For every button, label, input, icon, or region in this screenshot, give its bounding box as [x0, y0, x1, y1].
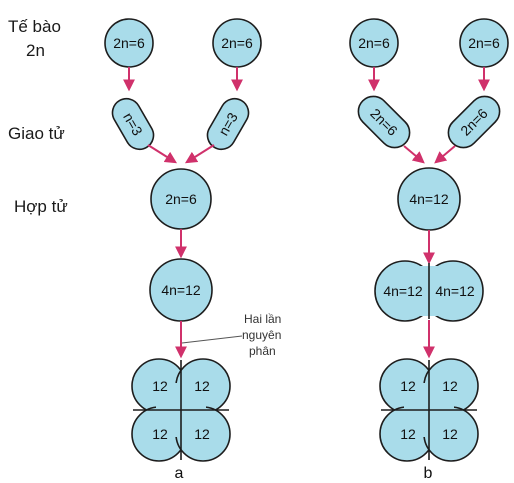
row-label-somatic-ploidy: 2n — [26, 41, 45, 60]
b-caption: b — [424, 465, 433, 482]
a-arrow-gamete-zygote-right — [184, 144, 215, 164]
b-gamete-left: 2n=6 — [357, 95, 411, 149]
b-cell-q3-label: 12 — [400, 426, 416, 442]
diagram-a: 2n=6 2n=6 n=3 n=3 2n=6 4n=12 — [104, 18, 262, 482]
mitosis-annotation: Hai lần nguyên phân — [181, 312, 281, 358]
a-arrow-gamete-zygote-left — [147, 144, 178, 164]
annotation-line2: nguyên — [242, 328, 281, 342]
row-label-gamete: Giao tử — [8, 124, 65, 143]
a-zygote-label: 2n=6 — [165, 191, 197, 207]
b-parent-cell-left-label: 2n=6 — [358, 35, 390, 51]
annotation-line1: Hai lần — [244, 312, 281, 326]
a-cell-q1-label: 12 — [152, 378, 168, 394]
a-four-cell-cluster: 12 12 12 12 — [131, 358, 231, 462]
b-half-cell-right-label: 4n=12 — [435, 283, 475, 299]
a-gamete-right: n=3 — [206, 97, 250, 151]
b-two-cell-stage: 4n=12 4n=12 — [374, 260, 484, 322]
b-four-cell-cluster: 12 12 12 12 — [379, 358, 479, 462]
b-cell-q2-label: 12 — [442, 378, 458, 394]
b-gamete-right: 2n=6 — [447, 95, 501, 149]
b-arrow-gamete-zygote-left — [403, 145, 425, 164]
a-tetraploid-label: 4n=12 — [161, 282, 201, 298]
a-caption: a — [175, 465, 184, 482]
b-cell-q4-label: 12 — [442, 426, 458, 442]
row-label-zygote: Hợp tử — [14, 197, 68, 216]
a-cell-q3-label: 12 — [152, 426, 168, 442]
a-parent-cell-right-label: 2n=6 — [221, 35, 253, 51]
diagram-b: 2n=6 2n=6 2n=6 2n=6 4n=12 4n=12 4n=12 — [349, 18, 509, 482]
b-parent-cell-right-label: 2n=6 — [468, 35, 500, 51]
b-half-cell-left-label: 4n=12 — [383, 283, 423, 299]
b-zygote-label: 4n=12 — [409, 191, 449, 207]
b-cell-q1-label: 12 — [400, 378, 416, 394]
annotation-leader-line — [181, 335, 243, 344]
a-cell-q2-label: 12 — [194, 378, 210, 394]
a-gamete-left: n=3 — [111, 97, 155, 151]
annotation-line3: phân — [249, 344, 276, 358]
a-cell-q4-label: 12 — [194, 426, 210, 442]
row-label-somatic-cell: Tế bào — [8, 17, 61, 36]
b-arrow-gamete-zygote-right — [434, 145, 456, 164]
a-parent-cell-left-label: 2n=6 — [113, 35, 145, 51]
